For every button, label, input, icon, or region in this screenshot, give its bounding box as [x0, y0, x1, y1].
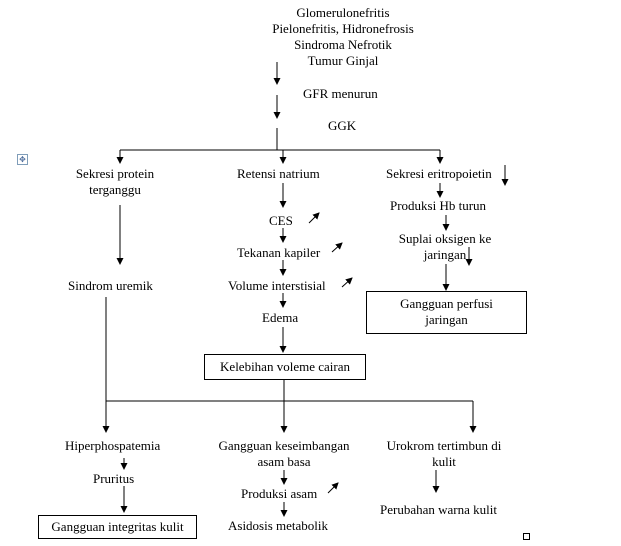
- suplai-oksigen-line2: jaringan: [423, 247, 467, 262]
- arrow-ces-up: [308, 212, 320, 224]
- pruritus-node: Pruritus: [93, 471, 135, 486]
- gangguan-perfusi-line1: Gangguan perfusi: [400, 296, 493, 311]
- gfr-node: GFR menurun: [303, 86, 378, 101]
- sekresi-eritropoietin-node: Sekresi eritropoietin: [386, 166, 492, 181]
- gangguan-keseimbangan-line1: Gangguan keseimbangan: [218, 438, 350, 453]
- cause-pielonefritis: Pielonefritis, Hidronefrosis: [272, 21, 414, 36]
- hiperphospatemia-node: Hiperphospatemia: [65, 438, 161, 453]
- arrow-produksi-up: [327, 482, 339, 494]
- volume-interstisial-node: Volume interstisial: [228, 278, 326, 293]
- kelebihan-volume-label: Kelebihan voleme cairan: [220, 359, 350, 374]
- cause-glomerulonefritis: Glomerulonefritis: [296, 5, 390, 20]
- tekanan-kapiler-node: Tekanan kapiler: [237, 245, 321, 260]
- cause-sindroma-nefrotik: Sindroma Nefrotik: [294, 37, 392, 52]
- edema-node: Edema: [262, 310, 299, 325]
- perubahan-warna-kulit-node: Perubahan warna kulit: [380, 502, 497, 517]
- produksi-hb-node: Produksi Hb turun: [390, 198, 487, 213]
- cause-tumur-ginjal: Tumur Ginjal: [307, 53, 379, 68]
- urokrom-line2: kulit: [432, 454, 456, 469]
- gangguan-perfusi-line2: jaringan: [425, 312, 468, 327]
- arrow-volume-up: [341, 277, 353, 288]
- left-head-line2: terganggu: [89, 182, 141, 197]
- retensi-natrium-node: Retensi natrium: [237, 166, 320, 181]
- ces-node: CES: [269, 213, 293, 228]
- asidosis-metabolik-node: Asidosis metabolik: [228, 518, 329, 533]
- produksi-asam-node: Produksi asam: [241, 486, 318, 501]
- arrow-tekanan-up: [331, 242, 343, 253]
- gangguan-integritas-box: Gangguan integritas kulit: [38, 515, 197, 539]
- urokrom-line1: Urokrom tertimbun di: [386, 438, 502, 453]
- gangguan-integritas-label: Gangguan integritas kulit: [51, 519, 184, 534]
- left-head-line1: Sekresi protein: [75, 166, 155, 181]
- gangguan-keseimbangan-line2: asam basa: [257, 454, 311, 469]
- sindrom-uremik-node: Sindrom uremik: [68, 278, 153, 293]
- kelebihan-volume-box: Kelebihan voleme cairan: [204, 354, 366, 380]
- ggk-node: GGK: [328, 118, 357, 133]
- gangguan-perfusi-box: Gangguan perfusi jaringan: [366, 291, 527, 334]
- suplai-oksigen-line1: Suplai oksigen ke: [398, 231, 492, 246]
- resize-handle[interactable]: [523, 533, 530, 540]
- move-handle-icon[interactable]: ✥: [17, 154, 28, 165]
